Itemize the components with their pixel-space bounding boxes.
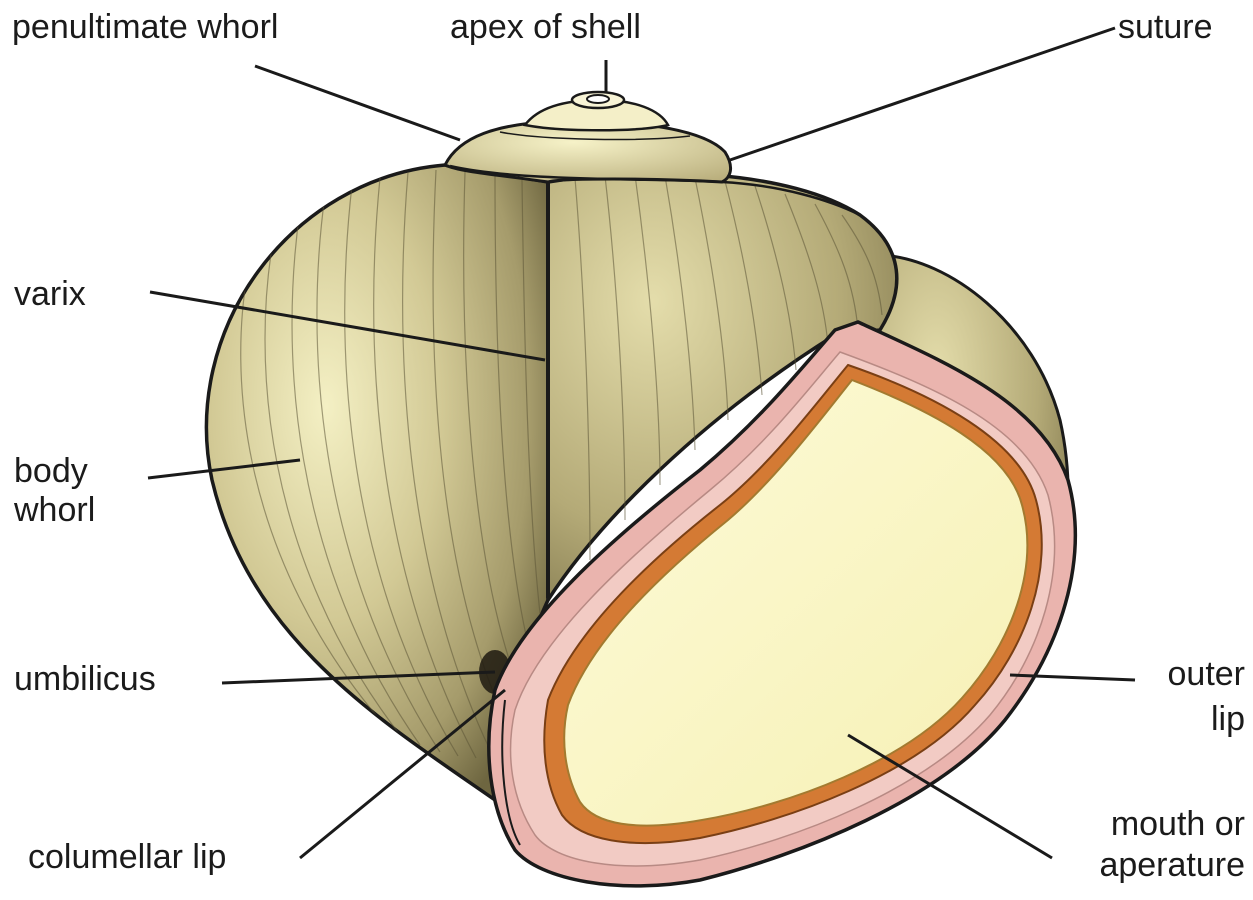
label-body-whorl-1: body — [14, 452, 88, 490]
label-apex-of-shell: apex of shell — [450, 8, 641, 46]
spire — [445, 92, 731, 182]
leader-suture — [730, 28, 1115, 160]
label-outer-lip-1: outer — [1168, 655, 1246, 693]
label-varix: varix — [14, 275, 86, 313]
label-penultimate-whorl: penultimate whorl — [12, 8, 278, 46]
label-suture: suture — [1118, 8, 1213, 46]
label-outer-lip-2: lip — [1211, 700, 1245, 738]
label-mouth-1: mouth or — [1111, 805, 1245, 843]
leader-penultimate-whorl — [255, 66, 460, 140]
label-umbilicus: umbilicus — [14, 660, 156, 698]
label-mouth-2: aperature — [1099, 846, 1245, 884]
label-body-whorl-2: whorl — [14, 491, 95, 529]
label-columellar-lip: columellar lip — [28, 838, 226, 876]
